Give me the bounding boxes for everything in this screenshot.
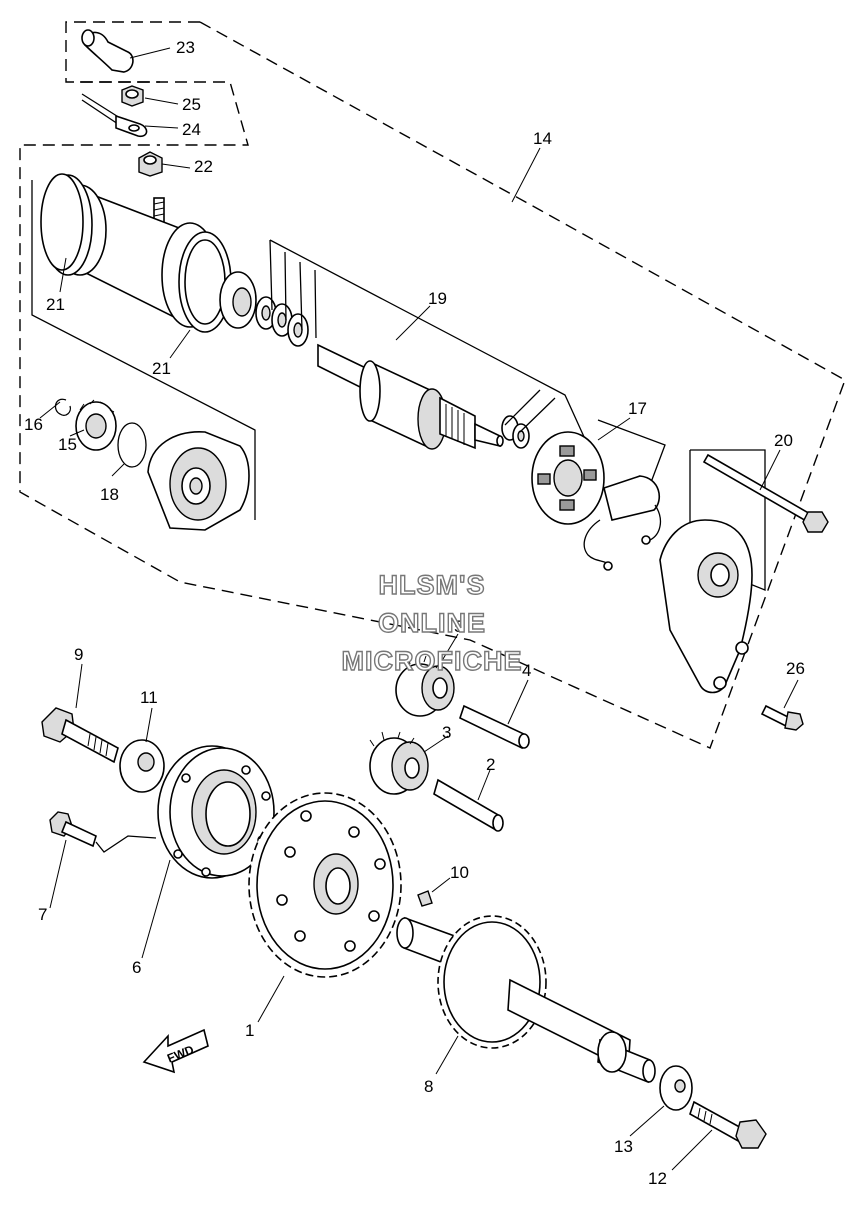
callout-15: 15 bbox=[58, 435, 77, 454]
circlip-part bbox=[54, 398, 72, 416]
shaft-4-part bbox=[459, 704, 530, 750]
callout-2: 2 bbox=[486, 755, 495, 774]
brush-holder-part bbox=[531, 431, 605, 525]
callout-17: 17 bbox=[628, 399, 647, 418]
brush-lead-part bbox=[583, 475, 662, 571]
callout-26: 26 bbox=[786, 659, 805, 678]
assembly-boundary-lines bbox=[19, 21, 846, 749]
terminal-cap-part bbox=[81, 29, 134, 73]
front-cover-part bbox=[147, 431, 250, 531]
through-bolt-part bbox=[702, 453, 829, 533]
flange-bolt-9-part bbox=[41, 707, 119, 764]
callout-7: 7 bbox=[38, 905, 47, 924]
pinion-gear-part bbox=[75, 399, 117, 451]
watermark: HLSM'S ONLINE MICROFICHE bbox=[341, 569, 523, 676]
washer-13-part bbox=[659, 1065, 693, 1111]
callout-3: 3 bbox=[442, 723, 451, 742]
starter-driven-gear-part bbox=[248, 792, 402, 978]
callout-11: 11 bbox=[140, 688, 158, 707]
watermark-line-2: ONLINE bbox=[378, 608, 486, 638]
armature-part bbox=[317, 343, 504, 450]
idler-gear-3-part bbox=[369, 731, 429, 795]
callout-4: 4 bbox=[522, 661, 531, 680]
callout-16: 16 bbox=[24, 415, 43, 434]
idler-gear-5-part bbox=[395, 655, 455, 717]
callout-13: 13 bbox=[614, 1137, 633, 1156]
starter-clutch-part bbox=[157, 745, 275, 879]
callout-22: 22 bbox=[194, 157, 213, 176]
callout-5: 5 bbox=[454, 617, 463, 636]
callout-1: 1 bbox=[245, 1021, 254, 1040]
washer-set-part bbox=[255, 296, 309, 347]
woodruff-key-part bbox=[417, 890, 433, 907]
o-ring-part bbox=[161, 222, 232, 333]
callout-24: 24 bbox=[182, 120, 201, 139]
callout-10: 10 bbox=[450, 863, 469, 882]
callout-12: 12 bbox=[648, 1169, 667, 1188]
flange-bolt-12-part bbox=[689, 1100, 767, 1149]
washer-11-part bbox=[119, 739, 165, 793]
idle-shaft-gear-part bbox=[396, 915, 656, 1084]
callout-8: 8 bbox=[424, 1077, 433, 1096]
callout-9: 9 bbox=[74, 645, 83, 664]
leader-lines bbox=[39, 47, 799, 1171]
callout-21-upper: 21 bbox=[46, 295, 65, 314]
small-bolt-part bbox=[760, 704, 804, 731]
nut-part bbox=[121, 85, 144, 107]
terminal-nut-part bbox=[138, 151, 165, 227]
callout-18: 18 bbox=[100, 485, 119, 504]
callout-19: 19 bbox=[428, 289, 447, 308]
forward-arrow-icon: FWD bbox=[142, 1028, 209, 1074]
callout-6: 6 bbox=[132, 958, 141, 977]
callout-21-lower: 21 bbox=[152, 359, 171, 378]
bolt-7-part bbox=[49, 811, 157, 853]
callout-14: 14 bbox=[533, 129, 552, 148]
end-cover-part bbox=[219, 271, 257, 329]
shim-washer-part bbox=[501, 415, 530, 449]
watermark-line-3: MICROFICHE bbox=[342, 646, 523, 676]
callout-labels: 23 25 24 22 14 21 21 19 16 15 18 17 20 2… bbox=[24, 38, 805, 1188]
rear-cover-part bbox=[659, 519, 753, 694]
callout-25: 25 bbox=[182, 95, 201, 114]
callout-20: 20 bbox=[774, 431, 793, 450]
callout-23: 23 bbox=[176, 38, 195, 57]
o-ring-small-part bbox=[117, 422, 147, 468]
watermark-line-1: HLSM'S bbox=[379, 570, 486, 600]
shaft-2-part bbox=[433, 778, 504, 832]
lead-wire-part bbox=[81, 93, 148, 138]
